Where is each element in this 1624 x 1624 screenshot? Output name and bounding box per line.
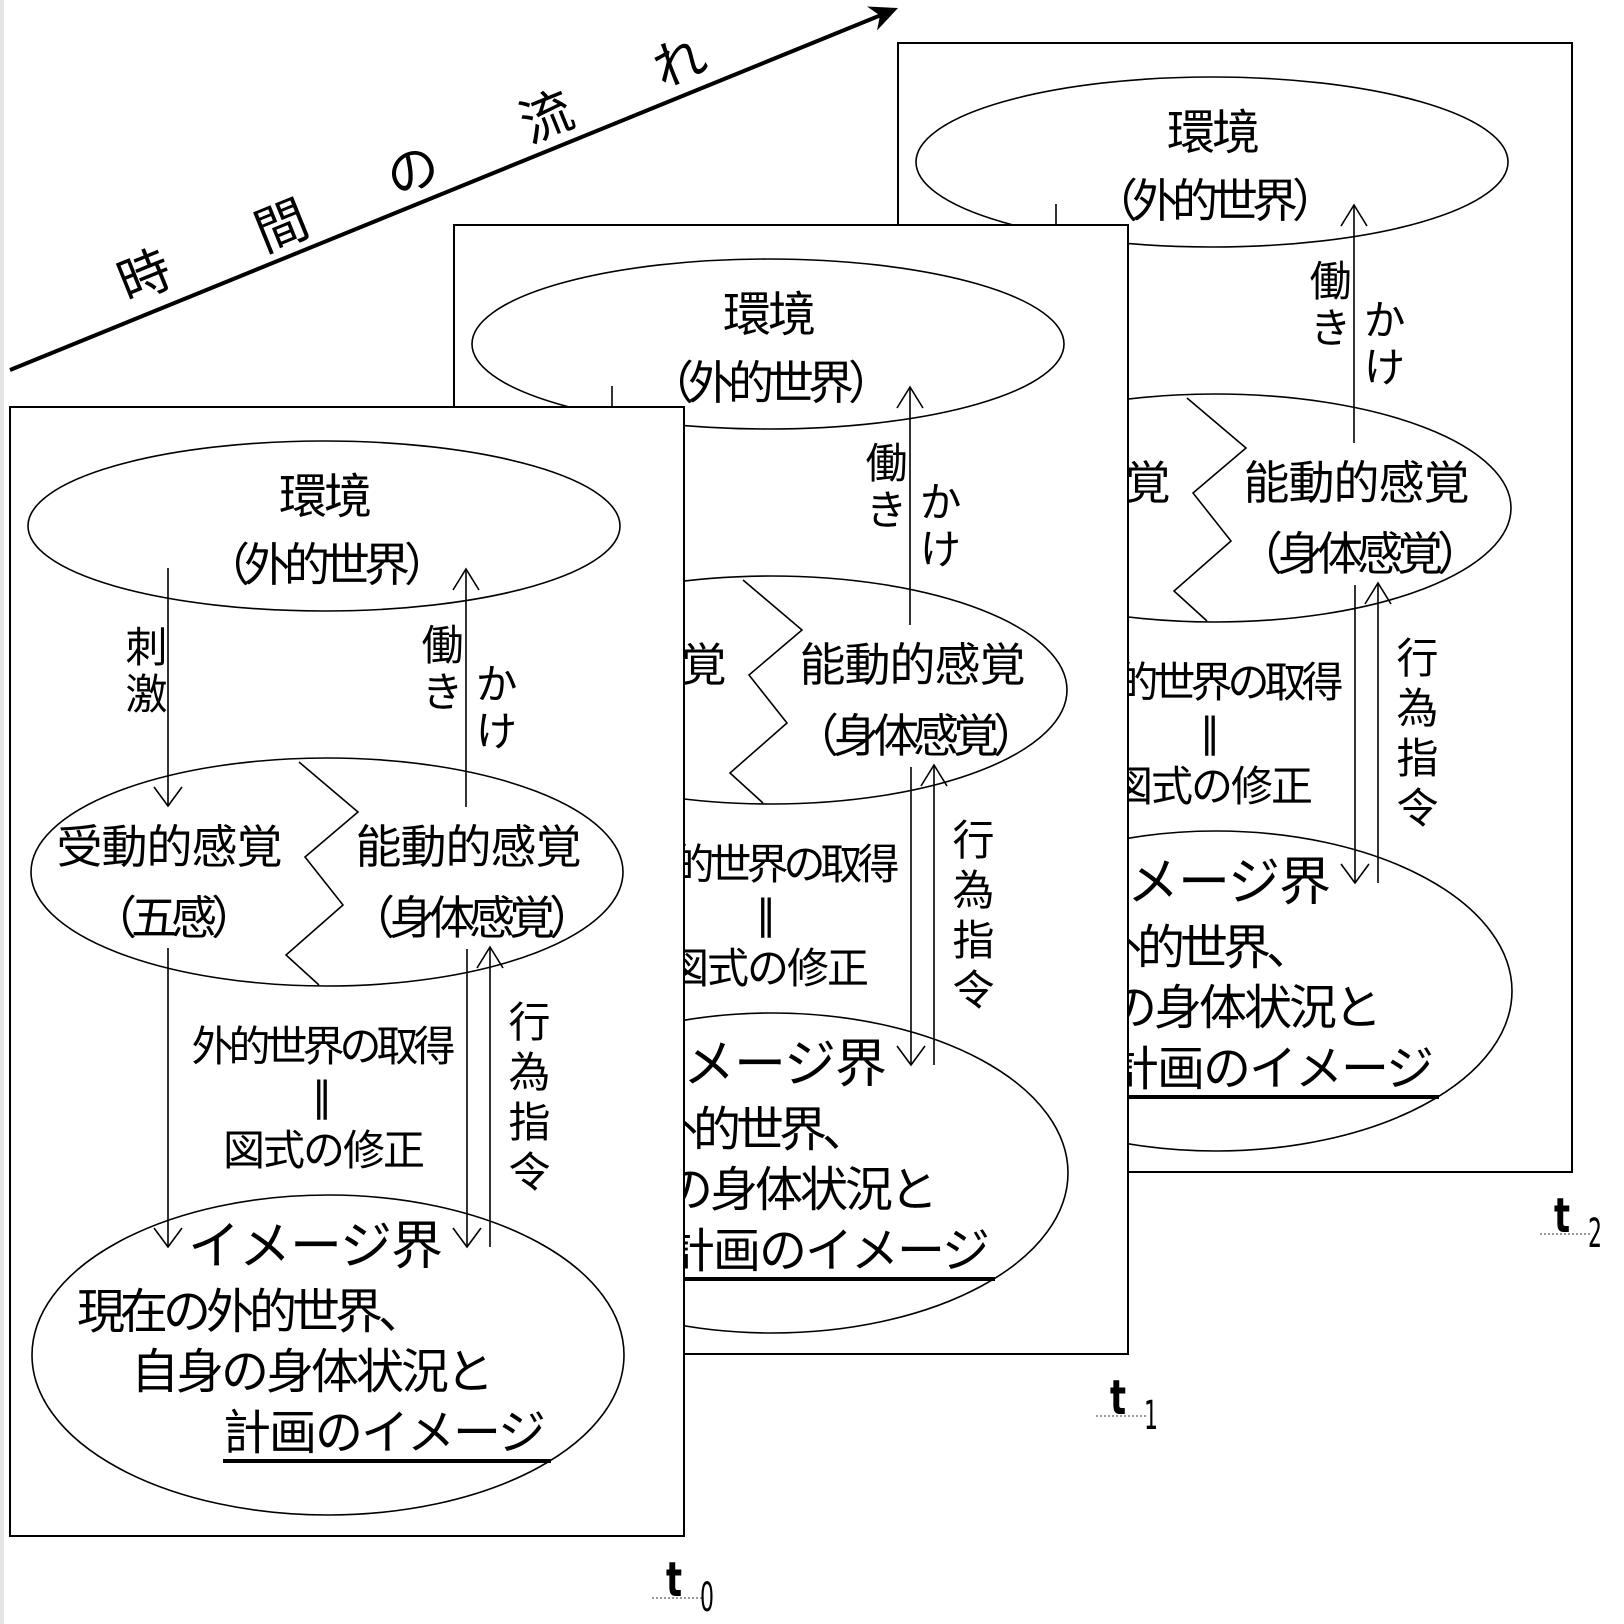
- action-arrowhead-icon: [896, 385, 924, 409]
- command-label: 行為指令: [502, 1000, 551, 1200]
- image-world-line: 自身の身体状況と: [131, 1344, 494, 1400]
- environment-subtitle: （外的世界）: [648, 356, 894, 410]
- time-label-t2: t 2: [1538, 1188, 1608, 1254]
- active-sense-subtitle: （身体感覚）: [1237, 527, 1483, 581]
- body-state-arrowhead-icon: [452, 1227, 482, 1249]
- environment-title: 環境: [722, 287, 816, 343]
- acquisition-text: 外的世界の取得: [191, 1022, 455, 1071]
- active-sense-title: 能動的感覚: [355, 820, 582, 874]
- command-arrowhead-icon: [920, 763, 948, 787]
- time-label-base: t: [1554, 1188, 1571, 1244]
- action-label-part-2: かけ: [913, 480, 962, 574]
- left-edge-strip: [0, 0, 4, 1624]
- perception-arrowhead-icon: [153, 1227, 183, 1249]
- body-state-arrowhead-icon: [1340, 863, 1370, 885]
- environment-title: 環境: [1166, 105, 1260, 161]
- command-arrowhead-icon: [476, 945, 504, 969]
- environment-ellipse: [471, 258, 1065, 430]
- environment-title: 環境: [278, 469, 372, 525]
- environment-ellipse: [27, 440, 621, 612]
- action-label-part-2: かけ: [469, 662, 518, 756]
- body-state-arrowhead-icon: [896, 1045, 926, 1067]
- active-sense-subtitle: （身体感覚）: [793, 709, 1039, 763]
- environment-subtitle: （外的世界）: [204, 538, 450, 592]
- action-label-part-1: 働き: [1303, 259, 1352, 353]
- panel-shapes: [9, 406, 685, 1537]
- equals-sign: ‖: [312, 1074, 332, 1120]
- command-label: 行為指令: [1390, 636, 1439, 836]
- command-label: 行為指令: [946, 818, 995, 1018]
- passive-sense-title: 受動的感覚: [56, 820, 283, 874]
- action-label-part-2: かけ: [1357, 298, 1406, 392]
- schema-correction-text: 図式の修正: [1110, 762, 1313, 811]
- equals-sign: ‖: [1200, 710, 1220, 756]
- stimulus-arrowhead-icon: [153, 786, 183, 808]
- time-label-subscript: 1: [1144, 1393, 1158, 1439]
- active-sense-subtitle: （身体感覚）: [349, 891, 595, 945]
- environment-subtitle: （外的世界）: [1092, 174, 1338, 228]
- sensation-divider-zigzag: [284, 761, 360, 986]
- schema-correction-text: 図式の修正: [222, 1126, 425, 1175]
- image-world-line-underlined: 計画のイメージ: [223, 1405, 546, 1461]
- image-world-line-underlined: 計画のイメージ: [667, 1223, 990, 1279]
- image-world-title: イメージ界: [188, 1217, 443, 1277]
- time-label-t0: t 0: [650, 1552, 720, 1618]
- image-world-line-underlined: 計画のイメージ: [1111, 1041, 1434, 1097]
- sensation-divider-zigzag: [728, 579, 804, 804]
- time-label-base: t: [666, 1552, 683, 1608]
- passive-sense-subtitle: （五感）: [91, 891, 257, 945]
- stimulus-label: 刺激: [119, 625, 168, 719]
- time-arrow-line: [9, 13, 881, 372]
- action-arrowhead-icon: [1340, 203, 1368, 227]
- spellcheck-squiggle: [1540, 1233, 1590, 1235]
- action-label-part-1: 働き: [415, 623, 464, 717]
- sensation-ellipse: [30, 757, 624, 987]
- environment-ellipse: [915, 76, 1509, 248]
- image-world-ellipse: [31, 1194, 625, 1516]
- active-sense-title: 能動的感覚: [1243, 456, 1470, 510]
- sensation-divider-zigzag: [1172, 397, 1248, 622]
- time-arrow-head-icon: [867, 6, 898, 31]
- command-arrowhead-icon: [1364, 581, 1392, 605]
- time-label-t1: t 1: [1094, 1370, 1164, 1436]
- schema-correction-text: 図式の修正: [666, 944, 869, 993]
- spellcheck-squiggle: [652, 1597, 702, 1599]
- time-label-subscript: 2: [1588, 1211, 1602, 1257]
- time-label-subscript: 0: [700, 1575, 714, 1621]
- time-label-base: t: [1110, 1370, 1127, 1426]
- equals-sign: ‖: [756, 892, 776, 938]
- image-world-line: 現在の外的世界、: [77, 1284, 426, 1340]
- active-sense-title: 能動的感覚: [799, 638, 1026, 692]
- panel-t0: 環境 （外的世界） 刺激 働き かけ 受動的感覚 （五感） 能動的感覚 （身体感…: [9, 406, 685, 1537]
- action-label-part-1: 働き: [859, 441, 908, 535]
- spellcheck-squiggle: [1096, 1415, 1146, 1417]
- panel-frame: [9, 406, 685, 1537]
- action-arrowhead-icon: [452, 567, 480, 591]
